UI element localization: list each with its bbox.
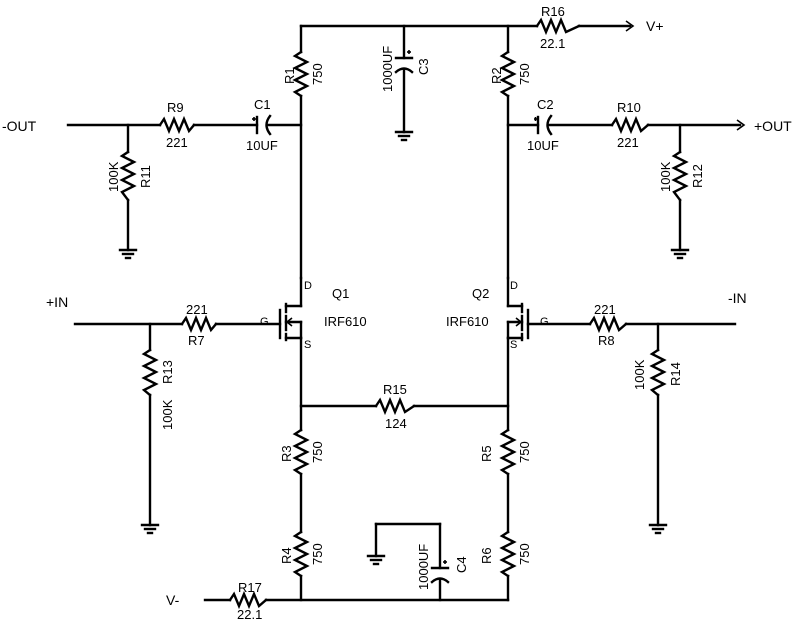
r14-ref: R14	[668, 362, 683, 386]
r3-value: 750	[310, 441, 325, 463]
r9-value: 221	[166, 135, 188, 150]
r14-value: 100K	[632, 359, 647, 390]
wires	[66, 24, 742, 602]
capacitor-c1	[252, 114, 272, 136]
q1-part: IRF610	[324, 314, 367, 329]
r5-value: 750	[517, 441, 532, 463]
q1-pin-gate: G	[260, 316, 269, 328]
q1-pin-drain: D	[304, 280, 312, 292]
r6-ref: R6	[479, 547, 494, 564]
port-out-plus: +OUT	[754, 118, 792, 134]
c3-ref: C3	[416, 58, 431, 75]
r15-value: 124	[385, 416, 407, 431]
capacitor-c2	[534, 114, 553, 136]
q1-pin-source: S	[304, 339, 311, 351]
resistor-r4	[292, 530, 310, 578]
resistor-r7	[180, 314, 218, 334]
resistor-r16	[535, 16, 581, 36]
r17-ref: R17	[238, 580, 262, 595]
resistor-r10	[610, 115, 650, 135]
vplus-arrow-icon	[625, 20, 635, 32]
c3-value: 1000UF	[380, 46, 395, 92]
c2-ref: C2	[537, 97, 554, 112]
r2-value: 750	[517, 63, 532, 85]
r13-ref: R13	[160, 360, 175, 384]
capacitor-c3	[394, 50, 414, 74]
resistor-r13	[141, 348, 159, 397]
resistor-r11	[119, 150, 137, 202]
resistor-r5	[499, 428, 517, 476]
r7-ref: R7	[188, 333, 205, 348]
q2-part: IRF610	[446, 314, 489, 329]
resistor-r15	[374, 396, 416, 416]
q2-pin-source: S	[510, 339, 517, 351]
r7-value: 221	[186, 302, 208, 317]
r4-value: 750	[310, 543, 325, 565]
port-vminus: V-	[166, 592, 180, 608]
r9-ref: R9	[167, 100, 184, 115]
resistor-r1	[292, 50, 310, 98]
r8-value: 221	[594, 302, 616, 317]
capacitor-c4	[430, 560, 450, 584]
r16-value: 22.1	[540, 36, 565, 51]
q1-ref: Q1	[332, 286, 349, 301]
port-in-minus: -IN	[728, 290, 747, 306]
resistor-r3	[292, 428, 310, 476]
r10-ref: R10	[617, 100, 641, 115]
resistor-r14	[649, 348, 667, 397]
r2-ref: R2	[489, 67, 504, 84]
port-in-plus: +IN	[46, 294, 68, 310]
r11-value: 100K	[106, 161, 121, 192]
resistor-r9	[158, 115, 196, 135]
resistor-r17	[228, 590, 268, 610]
port-vplus: V+	[646, 18, 664, 34]
ground-icon	[118, 248, 138, 260]
r5-ref: R5	[479, 445, 494, 462]
out-plus-arrow-icon	[736, 119, 746, 131]
c1-value: 10UF	[246, 138, 278, 153]
r11-ref: R11	[138, 165, 153, 188]
resistor-r6	[499, 530, 517, 578]
resistor-r2	[499, 50, 517, 98]
c2-value: 10UF	[527, 138, 559, 153]
r1-value: 750	[310, 63, 325, 85]
resistor-r8	[588, 314, 628, 334]
ground-icon	[366, 554, 386, 566]
r4-ref: R4	[279, 547, 294, 564]
r15-ref: R15	[383, 382, 407, 397]
port-out-minus: -OUT	[2, 118, 37, 134]
q2-pin-gate: G	[540, 316, 549, 328]
c4-value: 1000UF	[416, 544, 431, 590]
r13-value: 100K	[160, 399, 175, 430]
r1-ref: R1	[282, 67, 297, 84]
q2-ref: Q2	[472, 286, 489, 301]
r16-ref: R16	[541, 4, 565, 19]
ground-icon	[670, 248, 690, 260]
ground-icon	[394, 130, 414, 142]
ground-icon	[648, 523, 668, 535]
r12-ref: R12	[690, 164, 705, 188]
r6-value: 750	[517, 543, 532, 565]
r8-ref: R8	[598, 333, 615, 348]
q2-pin-drain: D	[510, 280, 518, 292]
r17-value: 22.1	[237, 607, 262, 622]
c1-ref: C1	[254, 97, 271, 112]
resistor-r12	[671, 150, 689, 202]
mosfet-q2	[506, 276, 530, 342]
ground-icon	[140, 523, 160, 535]
r12-value: 100K	[658, 161, 673, 192]
mosfet-q1	[278, 276, 303, 342]
r10-value: 221	[617, 135, 639, 150]
c4-ref: C4	[454, 556, 469, 573]
r3-ref: R3	[279, 445, 294, 462]
